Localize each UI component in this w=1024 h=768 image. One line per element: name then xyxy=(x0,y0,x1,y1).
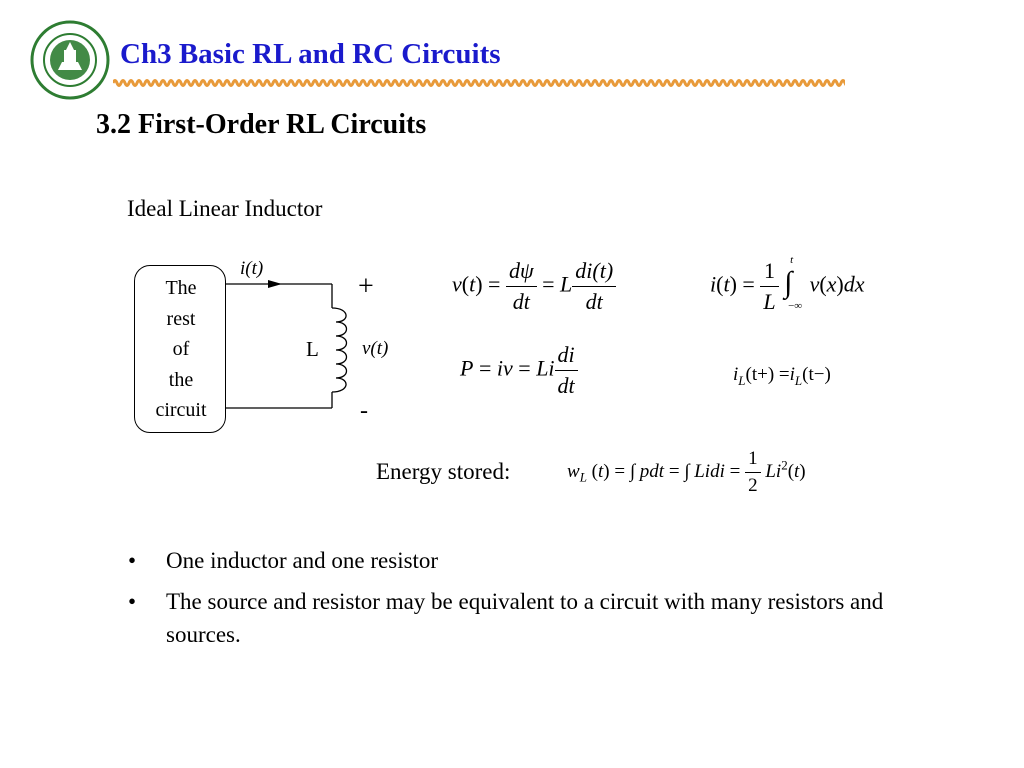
eq-sym: v xyxy=(809,271,820,297)
voltage-label: v(t) xyxy=(362,338,389,359)
eq-sub: L xyxy=(579,469,587,485)
eq-sym: P xyxy=(460,355,474,381)
eq-den: dt xyxy=(585,289,603,314)
current-arrow xyxy=(268,280,282,288)
eq-sym: dx xyxy=(843,271,865,297)
eq-sym: i xyxy=(733,364,739,385)
slide-title: Ch3 Basic RL and RC Circuits xyxy=(120,38,501,70)
eq-den: dt xyxy=(512,289,530,314)
eq-sym: Li xyxy=(765,460,782,482)
section-title: 3.2 First-Order RL Circuits xyxy=(96,109,427,140)
eq-sup: 2 xyxy=(781,457,788,473)
eq-sym: t xyxy=(598,460,604,482)
box-line: The xyxy=(165,277,197,299)
title-underline-wave xyxy=(113,79,845,87)
bullet-list: • One inductor and one resistor • The so… xyxy=(128,544,928,659)
eq-num: dψ xyxy=(505,258,537,287)
continuity-equation: iL(t+) =iL(t−) xyxy=(733,364,831,388)
subtitle: Ideal Linear Inductor xyxy=(127,196,323,221)
eq-sym: pdt xyxy=(639,460,665,482)
list-item: • One inductor and one resistor xyxy=(128,544,928,577)
eq-den: L xyxy=(763,289,776,314)
eq-num: di xyxy=(554,342,578,371)
eq-sym: v xyxy=(452,271,462,297)
eq-num: di(t) xyxy=(572,258,617,287)
eq-sym: iv xyxy=(496,355,513,381)
bullet-text: The source and resistor may be equivalen… xyxy=(166,589,884,647)
eq-num: 1 xyxy=(760,258,779,287)
eq-sym: t xyxy=(723,271,730,297)
eq-den: 2 xyxy=(748,475,758,496)
eq-sym: (t−) xyxy=(802,364,831,385)
box-line: of xyxy=(172,338,190,360)
eq-sub: L xyxy=(794,372,803,388)
eq-sub: L xyxy=(738,372,746,388)
university-logo xyxy=(30,20,110,100)
integral-sign: ∫ xyxy=(784,265,793,299)
rest-of-circuit-box: The rest of the circuit xyxy=(134,265,226,433)
eq-sym: x xyxy=(826,271,837,297)
plus-sign: + xyxy=(358,271,374,302)
inductor-label: L xyxy=(306,337,319,361)
eq-sym: i xyxy=(789,364,795,385)
eq-num: 1 xyxy=(745,448,761,473)
box-line: circuit xyxy=(155,399,207,421)
integral-upper: t xyxy=(790,253,794,266)
energy-label: Energy stored: xyxy=(376,459,511,484)
box-line: the xyxy=(168,368,194,391)
integral-lower: −∞ xyxy=(788,299,803,312)
rest-of-circuit-label: The rest of the circuit xyxy=(135,273,227,426)
eq-sym: w xyxy=(567,460,580,482)
eq-sym: (t+) xyxy=(745,364,775,385)
eq-den: dt xyxy=(557,373,575,398)
box-line: rest xyxy=(166,307,196,330)
eq-sym: t xyxy=(794,460,800,482)
eq-sym: t xyxy=(469,271,476,297)
current-label: i(t) xyxy=(240,258,264,279)
bullet-icon: • xyxy=(128,589,137,614)
eq-sym: Li xyxy=(536,355,555,381)
minus-sign: - xyxy=(360,398,368,424)
bullet-icon: • xyxy=(128,548,137,573)
list-item: • The source and resistor may be equival… xyxy=(128,585,928,651)
eq-sym: i xyxy=(710,271,717,297)
bullet-text: One inductor and one resistor xyxy=(166,548,439,573)
eq-sym: Lidi xyxy=(694,460,725,482)
eq-sym: L xyxy=(560,271,573,297)
